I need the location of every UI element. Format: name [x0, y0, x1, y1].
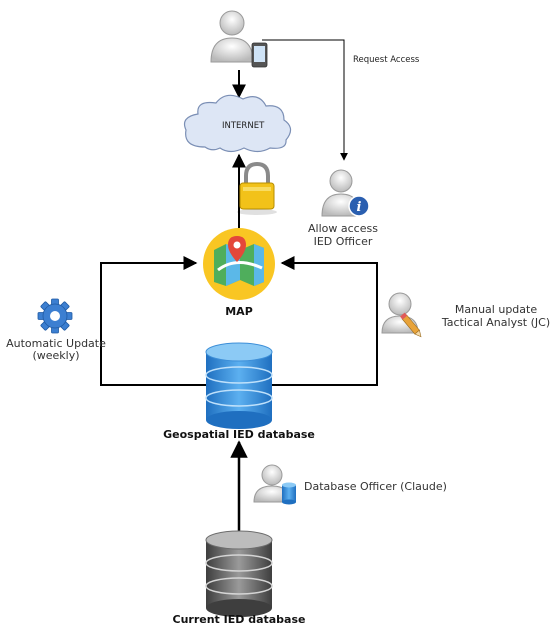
- connectors: [100, 39, 378, 532]
- user-info-icon: i: [321, 169, 370, 217]
- auto-update-label-line1: Automatic Update: [6, 337, 106, 350]
- arrow-auto-update-loop: [100, 256, 210, 386]
- database-blue-icon: [205, 342, 273, 429]
- manual-update-label-line1: Manual update: [454, 303, 538, 316]
- manual-update-label-line2: Tactical Analyst (JC): [441, 316, 551, 329]
- svg-text:i: i: [357, 200, 362, 215]
- database-gray-icon: [205, 530, 273, 617]
- map-pin-icon: [203, 228, 275, 300]
- user-with-phone-icon: [210, 10, 268, 68]
- arrow-request-access: [262, 39, 348, 161]
- db-officer-label: Database Officer (Claude): [304, 480, 447, 493]
- user-database-icon: [253, 464, 296, 505]
- auto-update-label-line2: (weekly): [32, 349, 80, 362]
- padlock-icon: [237, 161, 277, 215]
- user-pencil-icon: [381, 292, 422, 338]
- arrow-manual-update-loop: [268, 256, 378, 386]
- internet-cloud: [183, 94, 292, 153]
- officer-label-line1: Allow access: [308, 222, 378, 235]
- map-label: MAP: [225, 305, 253, 318]
- request-access-label: Request Access: [353, 55, 420, 65]
- internet-label: INTERNET: [222, 121, 265, 131]
- officer-label-line2: IED Officer: [313, 235, 373, 248]
- current-db-label: Current IED database: [172, 613, 306, 626]
- gear-icon: [37, 298, 73, 334]
- geospatial-db-label: Geospatial IED database: [163, 428, 315, 441]
